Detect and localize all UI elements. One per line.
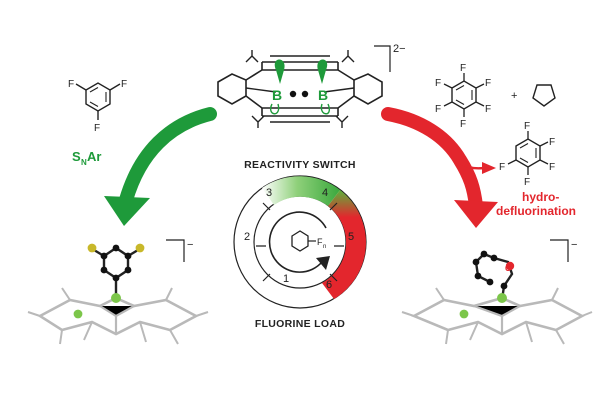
trifluorobenzene: F F F xyxy=(68,79,127,134)
fluorine-label: F xyxy=(549,137,555,148)
electron-dot xyxy=(301,90,309,98)
product-left-charge: − xyxy=(187,239,193,251)
fluorine-label: F xyxy=(94,123,100,134)
product-right-charge: − xyxy=(571,239,577,251)
green-arrow xyxy=(104,107,217,226)
complex-charge: 2− xyxy=(393,43,406,55)
red-arrow xyxy=(381,107,498,228)
fluorine-label: F xyxy=(549,162,555,173)
hexafluorobenzene: F F F F F F xyxy=(435,63,491,130)
step-6: 6 xyxy=(326,279,332,291)
boron-atom xyxy=(497,293,507,303)
oxygen-atom xyxy=(505,261,515,271)
fluorine-label: F xyxy=(524,177,530,188)
boron-right-label: B xyxy=(318,87,328,103)
svg-text:S: S xyxy=(72,149,81,164)
switch-top-label: REACTIVITY SWITCH xyxy=(244,159,356,171)
fluorine-atom xyxy=(135,243,145,253)
boron-left-label: B xyxy=(272,87,282,103)
thf-molecule xyxy=(532,84,556,107)
fluorine-label: F xyxy=(485,78,491,89)
svg-text:defluorination: defluorination xyxy=(496,204,576,218)
step-5: 5 xyxy=(348,231,354,243)
snar-label: S N Ar xyxy=(72,149,101,167)
step-1: 1 xyxy=(283,273,289,285)
fluorine-label: F xyxy=(460,119,466,130)
plus-sign: + xyxy=(511,90,517,102)
svg-text:F: F xyxy=(317,237,323,247)
boron-atom xyxy=(111,293,121,303)
svg-text:Ar: Ar xyxy=(87,149,101,164)
switch-bottom-label: FLUORINE LOAD xyxy=(255,318,345,330)
hydrodefluorination-label: hydro- defluorination xyxy=(496,190,576,218)
fluorine-label: F xyxy=(121,79,127,90)
fluorine-label: F xyxy=(460,63,466,74)
central-complex: B B 2− xyxy=(217,43,406,128)
step-2: 2 xyxy=(244,231,250,243)
reactivity-switch: REACTIVITY SWITCH 1 2 3 4 5 6 F n FLUORI… xyxy=(233,159,367,330)
fluorine-label: F xyxy=(68,79,74,90)
cycle-arrow xyxy=(268,211,327,273)
fluoroarene-icon: F n xyxy=(291,230,326,252)
boron-atom xyxy=(73,309,83,319)
fluorine-label: F xyxy=(499,162,505,173)
electron-dot xyxy=(289,90,297,98)
step-4: 4 xyxy=(322,187,328,199)
fluorine-label: F xyxy=(435,104,441,115)
product-right: O − xyxy=(401,239,593,345)
svg-text:hydro-: hydro- xyxy=(522,190,559,204)
fluorine-label: F xyxy=(524,121,530,132)
fluorine-label: F xyxy=(485,104,491,115)
svg-text:n: n xyxy=(323,244,326,250)
fluorine-label: F xyxy=(435,78,441,89)
pentafluorobenzene: F F F F F xyxy=(499,121,555,188)
step-3: 3 xyxy=(266,187,272,199)
product-left: − xyxy=(27,239,209,345)
boron-atom xyxy=(459,309,469,319)
ring-segment-red xyxy=(322,190,366,299)
ring-segment-green xyxy=(262,176,340,206)
oxygen-label: O xyxy=(505,264,511,273)
fluorine-atom xyxy=(87,243,97,253)
svg-text:N: N xyxy=(81,158,87,167)
ring-inner-outline xyxy=(253,195,347,289)
